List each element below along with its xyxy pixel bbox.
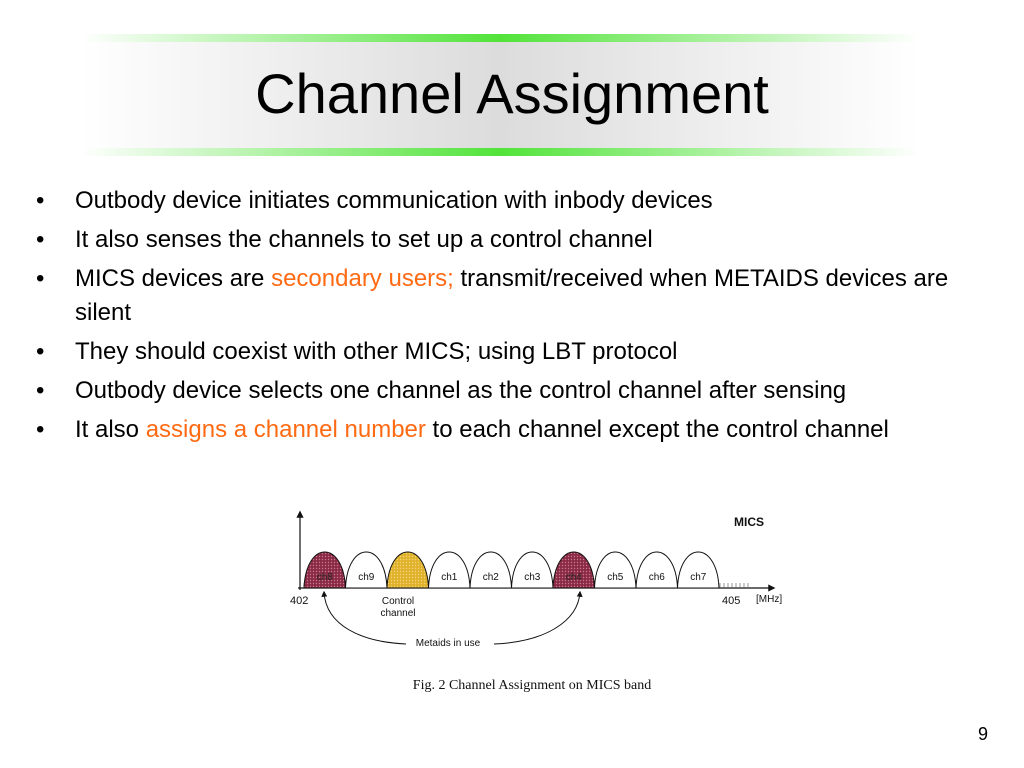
- bullet-text: transmit/received when METAIDS devices a…: [75, 265, 949, 326]
- bullet-text: It also senses the channels to set up a …: [75, 226, 653, 253]
- bullet-text: Outbody device initiates communication w…: [75, 187, 713, 214]
- unit-label: [MHz]: [756, 594, 782, 605]
- channel-ch4: [552, 551, 596, 589]
- channel-ch5: [593, 551, 637, 589]
- bullet-list: • Outbody device initiates communication …: [36, 184, 1006, 452]
- channel-label: ch5: [607, 572, 624, 583]
- bullet-text: Outbody device selects one channel as th…: [75, 377, 847, 404]
- bullet-item: • It also senses the channels to set up a…: [36, 223, 1006, 257]
- slide-title: Channel Assignment: [255, 62, 769, 125]
- bullet-item: • Outbody device selects one channel as t…: [36, 374, 1006, 408]
- channel-ch2: [469, 551, 513, 589]
- channel-label: ch1: [441, 572, 458, 583]
- control-label: Control: [382, 596, 414, 607]
- channel-assignment-figure: ch8 ch9 ch1 ch2 ch3 ch4 ch5 ch6 ch7 MICS 402 405 [MH…: [282, 504, 802, 704]
- band-label: MICS: [734, 515, 764, 529]
- channel-ch9: [344, 551, 388, 589]
- bullet-marker: •: [36, 187, 45, 214]
- channel-label: ch4: [566, 572, 583, 583]
- channel-label: ch8: [317, 572, 334, 583]
- bullet-item: • MICS devices are secondary users; trans…: [36, 262, 1006, 330]
- title-band: [80, 34, 920, 156]
- page-number: 9: [977, 724, 988, 744]
- bullet-marker: •: [36, 265, 45, 292]
- bullet-text: It also: [75, 416, 146, 443]
- channel-ch1: [427, 551, 471, 589]
- highlighted-text: assigns a channel number: [145, 416, 426, 443]
- channel-ch3: [510, 551, 554, 589]
- channel-label: ch9: [358, 572, 375, 583]
- title-rule-bottom: [80, 148, 920, 156]
- metaids-arrow-right: [493, 590, 583, 645]
- highlighted-text: secondary users;: [271, 265, 454, 292]
- channel-ch7: [676, 551, 720, 589]
- freq-end-label: 405: [722, 595, 740, 607]
- bullet-text: to each channel except the control chann…: [425, 416, 889, 443]
- channel-label: ch3: [524, 572, 541, 583]
- bullet-item: • Outbody device initiates communication …: [36, 184, 1006, 218]
- metaids-arrow-left: [321, 590, 407, 645]
- channel-label: ch6: [649, 572, 666, 583]
- bullet-marker: •: [36, 226, 45, 253]
- bullet-marker: •: [36, 338, 45, 365]
- figure-caption: Fig. 2 Channel Assignment on MICS band: [413, 678, 651, 693]
- channel-control: [386, 551, 430, 589]
- freq-start-label: 402: [290, 595, 308, 607]
- bullet-marker: •: [36, 377, 45, 404]
- title-rule-top: [80, 34, 920, 42]
- bullet-marker: •: [36, 416, 45, 443]
- bullet-text: They should coexist with other MICS; usi…: [75, 338, 678, 365]
- channel-label: ch7: [690, 572, 707, 583]
- channel-ch8: [303, 551, 347, 589]
- mics-band-diagram: ch8 ch9 ch1 ch2 ch3 ch4 ch5 ch6 ch7 MICS 402 405 [MH…: [290, 510, 782, 693]
- channel-label: ch2: [483, 572, 500, 583]
- control-label: channel: [380, 608, 415, 619]
- bullet-item: • They should coexist with other MICS; us…: [36, 335, 1006, 369]
- bullet-text: MICS devices are: [75, 265, 272, 292]
- channel-ch6: [635, 551, 679, 589]
- metaids-label: Metaids in use: [416, 638, 481, 649]
- bullet-item: • It also assigns a channel number to eac…: [36, 413, 1006, 447]
